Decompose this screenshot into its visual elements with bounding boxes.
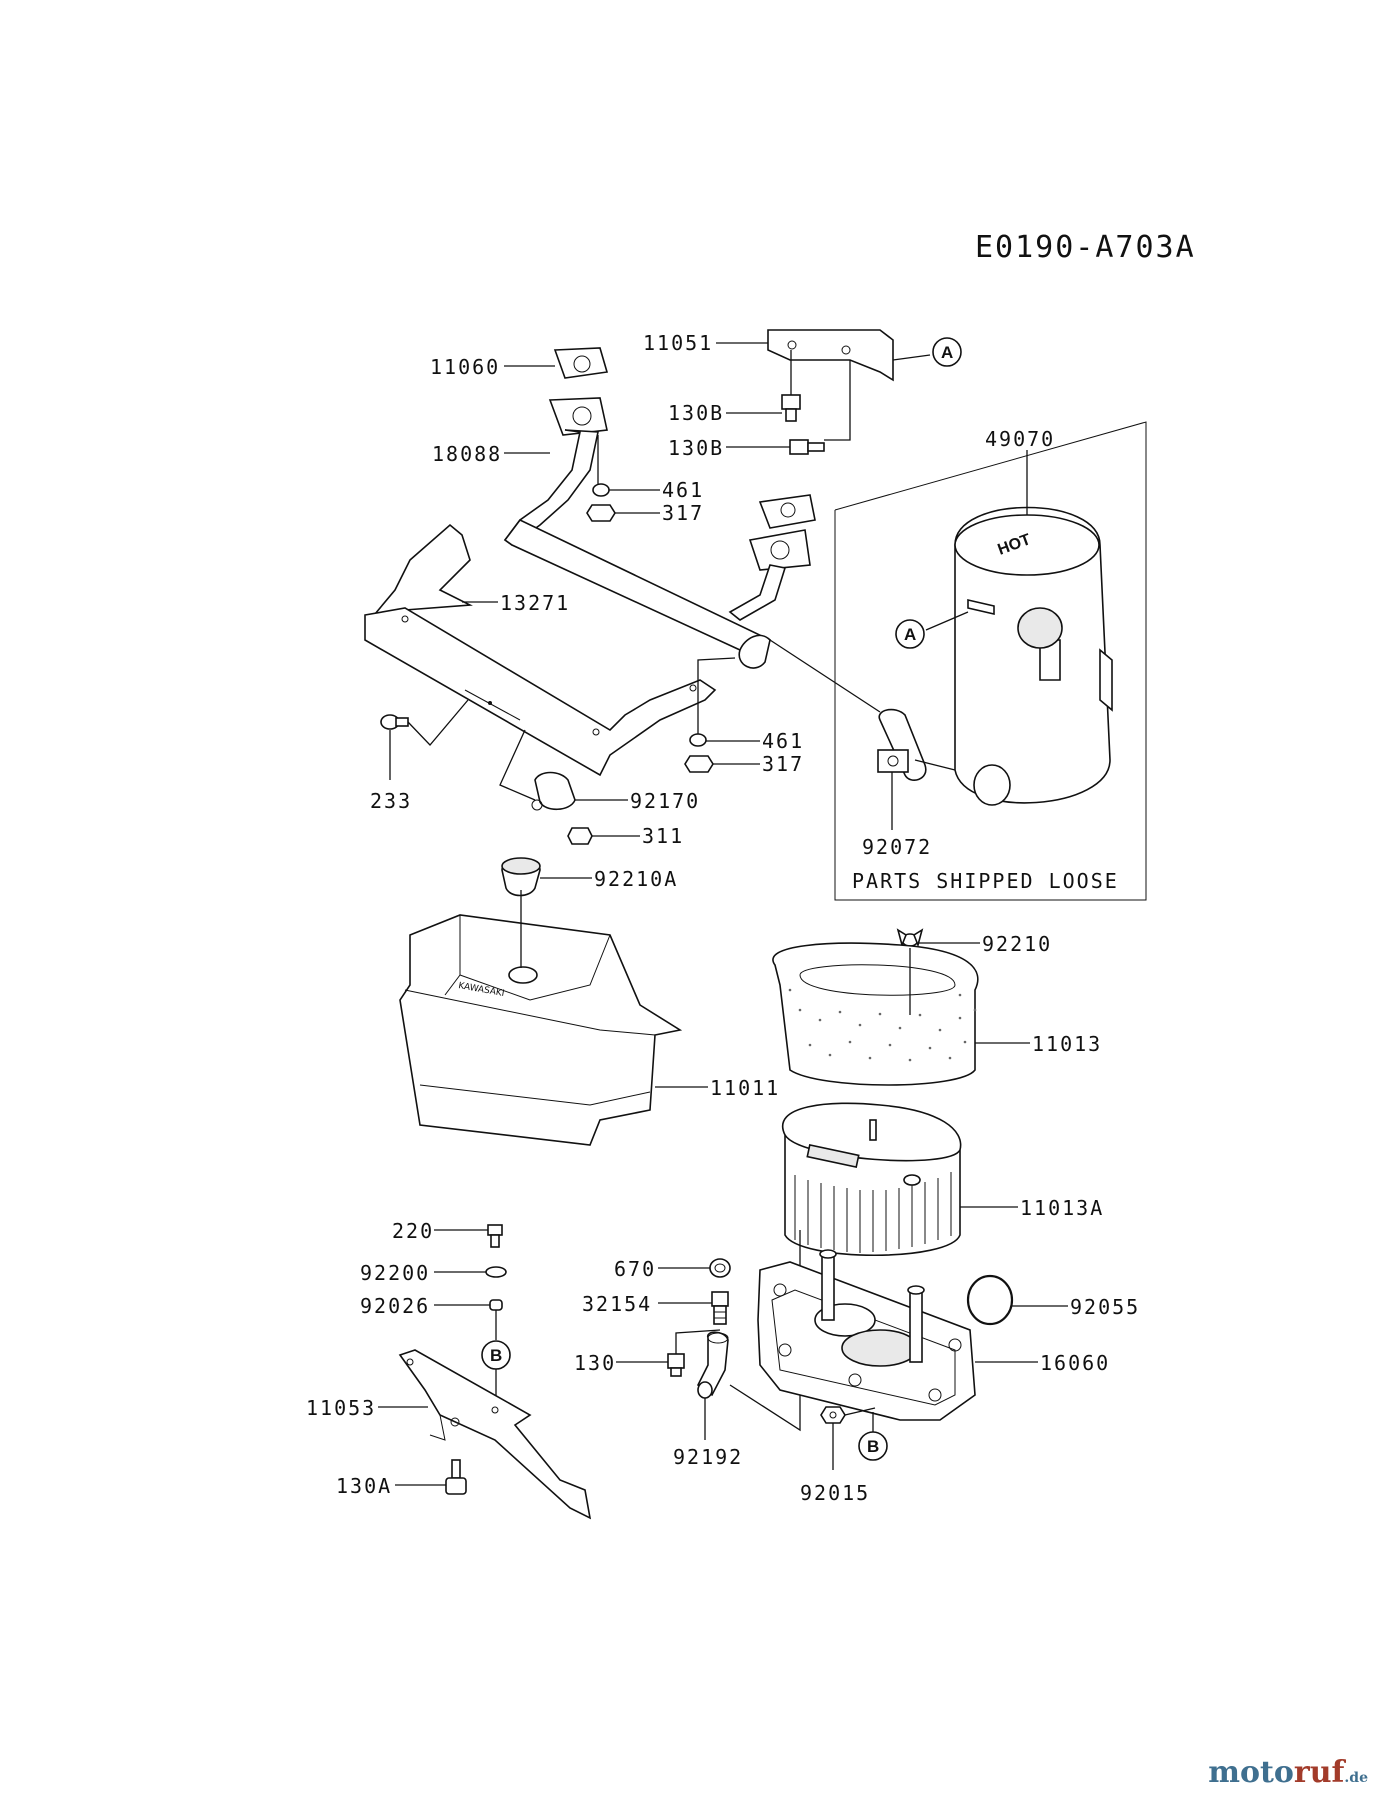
bolt-233-drawing	[380, 714, 409, 730]
bolt-130b-2-drawing	[789, 439, 825, 455]
label-92072: 92072	[862, 835, 932, 859]
label-11053: 11053	[306, 1396, 376, 1420]
wing-nut-92210-drawing	[896, 928, 924, 948]
bolt-130-drawing	[667, 1353, 685, 1377]
pre-cleaner-11013-drawing	[772, 942, 979, 1086]
clamp-92170-drawing	[531, 771, 576, 811]
nut-311-drawing	[567, 827, 593, 845]
label-92210a: 92210A	[594, 867, 678, 891]
parts-shipped-loose-box	[834, 421, 1147, 901]
label-11013: 11013	[1032, 1032, 1102, 1056]
label-11060: 11060	[430, 355, 500, 379]
air-cleaner-cover-11011-drawing: KAWASAKI	[399, 890, 683, 1146]
muffler-49070-drawing: HOT	[954, 506, 1113, 806]
callout-a-top-text: A	[941, 343, 953, 362]
gasket-11060-drawing	[553, 347, 609, 379]
label-11013a: 11013A	[1020, 1196, 1104, 1220]
callout-a-muffler	[895, 619, 925, 649]
label-92200: 92200	[360, 1261, 430, 1285]
label-92210: 92210	[982, 932, 1052, 956]
label-317-2: 317	[762, 752, 804, 776]
base-16060-drawing	[757, 1249, 976, 1421]
watermark-part1: moto	[1208, 1755, 1294, 1790]
bolt-130b-1-drawing	[781, 394, 801, 422]
callout-a-top	[932, 337, 962, 367]
diagram-code: E0190-A703A	[975, 230, 1196, 265]
clamp-92072-drawing	[877, 708, 927, 781]
label-92015: 92015	[800, 1481, 870, 1505]
label-670: 670	[614, 1257, 656, 1281]
label-220: 220	[392, 1219, 434, 1243]
label-16060: 16060	[1040, 1351, 1110, 1375]
bolt-130a-drawing	[445, 1459, 467, 1495]
washer-92200-drawing	[485, 1266, 507, 1278]
filter-element-11013a-drawing	[781, 1102, 962, 1256]
fitting-32154-drawing	[711, 1291, 729, 1325]
label-461-2: 461	[762, 729, 804, 753]
label-11011: 11011	[710, 1076, 780, 1100]
washer-461-1-drawing	[592, 483, 610, 497]
callout-b-right	[858, 1431, 888, 1461]
label-461-1: 461	[662, 478, 704, 502]
collar-92026-drawing	[489, 1299, 503, 1311]
label-92055: 92055	[1070, 1295, 1140, 1319]
label-317-1: 317	[662, 501, 704, 525]
label-13271: 13271	[500, 591, 570, 615]
watermark-logo: motoruf.de	[1208, 1755, 1368, 1790]
washer-461-2-drawing	[689, 733, 707, 747]
box-note: PARTS SHIPPED LOOSE	[852, 869, 1119, 893]
label-32154: 32154	[582, 1292, 652, 1316]
label-11051: 11051	[643, 331, 713, 355]
label-311: 311	[642, 824, 684, 848]
label-92026: 92026	[360, 1294, 430, 1318]
label-92192: 92192	[673, 1445, 743, 1469]
watermark-part3: .de	[1344, 1770, 1368, 1786]
o-ring-92055-drawing	[966, 1274, 1014, 1326]
label-49070: 49070	[985, 427, 1055, 451]
label-233: 233	[370, 789, 412, 813]
bracket-11053-drawing	[398, 1349, 592, 1520]
callout-a-muffler-text: A	[904, 625, 916, 644]
heat-shield-13271-drawing	[364, 523, 717, 777]
callout-b-right-text: B	[867, 1437, 879, 1456]
label-130b-2: 130B	[668, 436, 724, 460]
label-130b-1: 130B	[668, 401, 724, 425]
nut-317-2-drawing	[684, 755, 714, 773]
exhaust-pipe-18088-drawing	[503, 397, 816, 669]
knob-92210a-drawing	[501, 857, 541, 897]
bracket-11051-drawing	[767, 329, 894, 382]
nut-92015-drawing	[820, 1406, 846, 1424]
bolt-220-drawing	[487, 1224, 503, 1248]
nut-317-1-drawing	[586, 504, 616, 522]
label-92170: 92170	[630, 789, 700, 813]
label-130a: 130A	[336, 1474, 392, 1498]
gasket-670-drawing	[709, 1258, 731, 1278]
watermark-part2: ruf	[1293, 1755, 1345, 1790]
label-130: 130	[574, 1351, 616, 1375]
label-18088: 18088	[432, 442, 502, 466]
callout-b-left-text: B	[490, 1346, 502, 1365]
breather-tube-92192-drawing	[696, 1331, 729, 1399]
